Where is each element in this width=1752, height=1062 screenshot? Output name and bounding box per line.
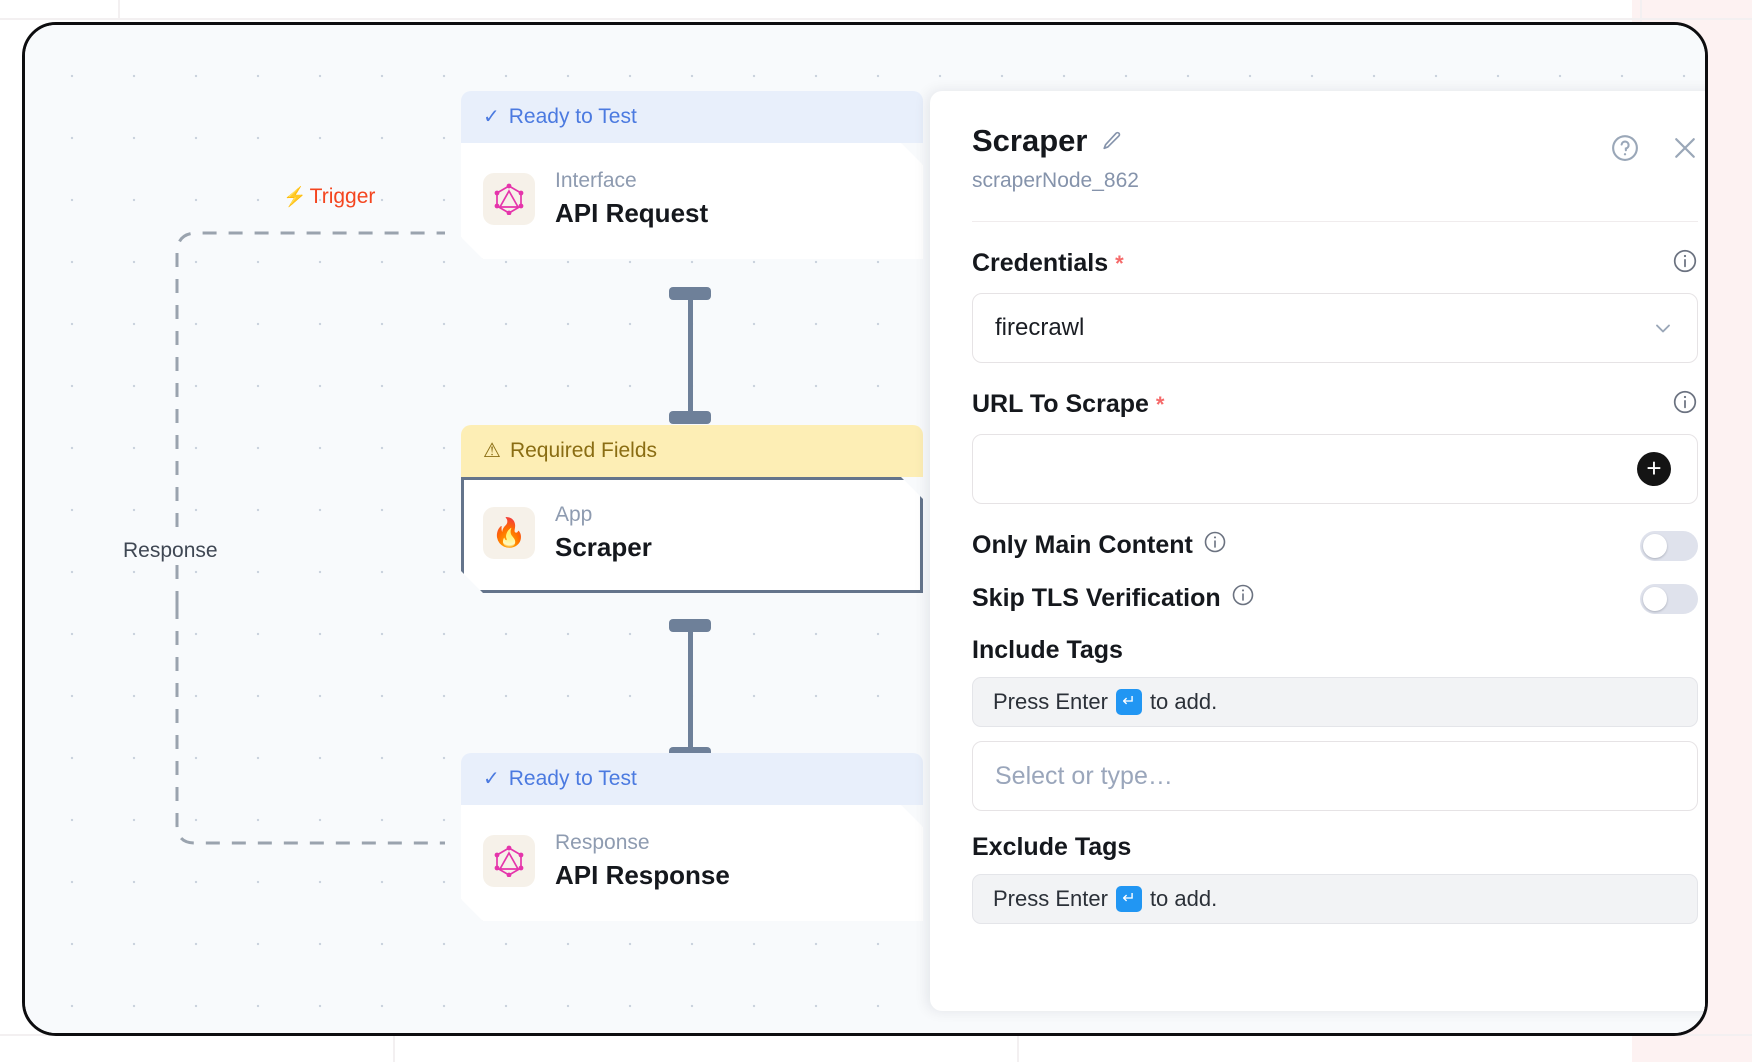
field-label-text: Exclude Tags	[972, 833, 1132, 861]
enter-key-icon: ↵	[1115, 886, 1142, 912]
chrome-seam	[1017, 1036, 1019, 1062]
panel-title-row: Scraper	[972, 123, 1698, 159]
panel-header: Scraper scraperNode_862	[930, 91, 1705, 193]
close-icon[interactable]	[1670, 133, 1700, 163]
toggle-knob	[1643, 533, 1667, 558]
node-kind: Response	[555, 831, 650, 854]
plus-icon[interactable]: +	[1637, 452, 1671, 486]
field-include-tags: Include Tags Press Enter ↵ to add. Selec…	[972, 636, 1698, 811]
field-label: Credentials *	[972, 249, 1124, 278]
field-only-main-content: Only Main Content	[972, 530, 1698, 561]
enter-key-icon: ↵	[1115, 689, 1142, 715]
field-exclude-tags: Exclude Tags Press Enter ↵ to add.	[972, 833, 1698, 924]
pencil-icon[interactable]	[1099, 128, 1125, 154]
help-circle-icon[interactable]	[1610, 133, 1640, 163]
field-label: URL To Scrape *	[972, 390, 1164, 419]
edge-label-response: Response	[117, 537, 224, 565]
chrome-seam	[1640, 0, 1642, 22]
node-title: API Request	[555, 198, 709, 228]
node-status-badge: ✓ Ready to Test	[461, 91, 923, 143]
hint-suffix: to add.	[1149, 689, 1218, 714]
field-label-text: Only Main Content	[972, 531, 1193, 559]
field-label-row: Credentials *	[972, 248, 1698, 279]
chrome-seam	[0, 18, 1752, 20]
check-icon: ✓	[483, 768, 500, 790]
node-text: App Scraper	[555, 503, 652, 563]
node-scraper[interactable]: ⚠ Required Fields 🔥 App Scraper	[461, 425, 923, 593]
connector-handle-target-scraper[interactable]	[669, 411, 711, 424]
edge-label-trigger-text: Trigger	[309, 185, 376, 208]
node-kind: App	[555, 503, 593, 526]
credentials-select[interactable]: firecrawl	[972, 293, 1698, 363]
exclude-tags-hint: Press Enter ↵ to add.	[972, 874, 1698, 924]
node-text: Interface API Request	[555, 169, 708, 229]
required-marker: *	[1155, 391, 1165, 417]
edge-response-path	[175, 605, 445, 845]
node-body[interactable]: Response API Response	[461, 805, 923, 921]
node-status-label: Required Fields	[509, 439, 658, 462]
firecrawl-flame-icon: 🔥	[483, 507, 535, 559]
page-title: Scraper	[972, 123, 1088, 158]
node-body[interactable]: Interface API Request	[461, 143, 923, 259]
chrome-seam	[118, 0, 120, 20]
info-icon[interactable]	[1672, 389, 1698, 420]
node-text: Response API Response	[555, 831, 730, 891]
chevron-down-icon	[1651, 316, 1675, 340]
node-properties-panel: Scraper scraperNode_862	[930, 91, 1705, 1011]
node-title: Scraper	[555, 532, 652, 562]
edge-label-response-text: Response	[123, 539, 218, 562]
toggle-knob	[1643, 586, 1667, 611]
hint-suffix: to add.	[1149, 886, 1218, 911]
field-label-text: Credentials	[972, 249, 1109, 277]
check-icon: ✓	[483, 106, 500, 128]
field-label-text: Include Tags	[972, 636, 1123, 664]
connector-scraper-to-api-response	[688, 625, 693, 757]
url-to-scrape-input-wrapper[interactable]: +	[972, 434, 1698, 504]
panel-subtitle: scraperNode_862	[972, 169, 1139, 192]
panel-header-actions	[1610, 133, 1700, 163]
field-label: Include Tags	[972, 636, 1698, 665]
workflow-canvas[interactable]: ⚡ Trigger Response ✓ Ready to Test	[25, 25, 1705, 1033]
field-label: Exclude Tags	[972, 833, 1698, 862]
field-label-row: URL To Scrape *	[972, 389, 1698, 420]
include-tags-input[interactable]: Select or type…	[972, 741, 1698, 811]
panel-body: Credentials *	[930, 222, 1705, 1011]
node-title: API Response	[555, 860, 730, 890]
field-label: Only Main Content	[972, 530, 1227, 561]
bolt-icon: ⚡	[283, 186, 307, 208]
workflow-canvas-frame: ⚡ Trigger Response ✓ Ready to Test	[22, 22, 1708, 1036]
node-status-badge: ✓ Ready to Test	[461, 753, 923, 805]
hint-prefix: Press Enter	[993, 886, 1108, 911]
info-icon[interactable]	[1672, 248, 1698, 279]
node-body[interactable]: 🔥 App Scraper	[461, 477, 923, 593]
skip-tls-verification-toggle[interactable]	[1640, 583, 1698, 614]
chrome-seam	[393, 1036, 395, 1062]
node-api-request[interactable]: ✓ Ready to Test	[461, 91, 923, 259]
info-icon[interactable]	[1203, 530, 1227, 561]
graphql-icon	[483, 835, 535, 887]
field-label-text: Skip TLS Verification	[972, 584, 1221, 612]
info-icon[interactable]	[1231, 583, 1255, 614]
field-label-text: URL To Scrape	[972, 390, 1149, 418]
field-label: Skip TLS Verification	[972, 583, 1255, 614]
connector-api-request-to-scraper	[688, 293, 693, 421]
credentials-value: firecrawl	[995, 314, 1085, 341]
edge-label-trigger: ⚡ Trigger	[283, 185, 375, 209]
include-tags-placeholder: Select or type…	[995, 761, 1173, 790]
required-marker: *	[1115, 250, 1124, 276]
graphql-icon	[483, 173, 535, 225]
node-status-badge: ⚠ Required Fields	[461, 425, 923, 477]
field-skip-tls-verification: Skip TLS Verification	[972, 583, 1698, 614]
field-credentials: Credentials *	[972, 248, 1698, 363]
node-api-response[interactable]: ✓ Ready to Test	[461, 753, 923, 921]
node-kind: Interface	[555, 169, 637, 192]
warning-icon: ⚠	[483, 440, 501, 462]
only-main-content-toggle[interactable]	[1640, 530, 1698, 561]
hint-prefix: Press Enter	[993, 689, 1108, 714]
node-status-label: Ready to Test	[508, 105, 637, 128]
panel-divider	[972, 221, 1698, 222]
node-status-label: Ready to Test	[508, 767, 637, 790]
field-url-to-scrape: URL To Scrape *	[972, 389, 1698, 504]
include-tags-hint: Press Enter ↵ to add.	[972, 677, 1698, 727]
